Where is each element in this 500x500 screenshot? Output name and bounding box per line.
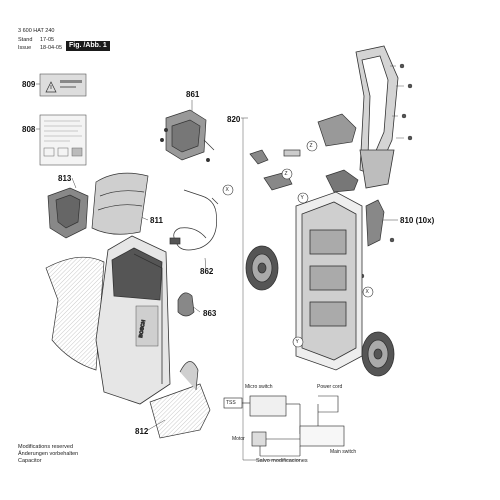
base-tray-812	[149, 361, 211, 439]
footer-modifications-de: Änderungen vorbehalten	[18, 451, 79, 457]
issue-value: 18-04-05	[40, 45, 63, 51]
knob-863	[177, 292, 195, 317]
rating-plate-808	[39, 114, 87, 166]
stand-label: Stand	[18, 37, 33, 43]
mark-y-1: Y	[300, 195, 304, 201]
mark-x-2: X	[365, 289, 369, 295]
wiring-power-cord: Power cord	[317, 384, 343, 390]
trigger-parts	[249, 113, 359, 193]
warning-label-809	[39, 73, 87, 97]
mark-z-1: Z	[284, 171, 288, 177]
callout-808: 808	[22, 125, 36, 134]
chassis-frame	[295, 191, 363, 371]
callout-811: 811	[150, 216, 163, 225]
main-housing: BOSCH	[95, 235, 171, 405]
callout-809: 809	[22, 80, 36, 89]
connection-marks	[222, 140, 374, 348]
issue-label: Issue	[18, 45, 32, 51]
mark-y-2: Y	[295, 339, 299, 345]
side-panel	[45, 256, 105, 371]
footer-capacitor: Capacitor	[18, 458, 42, 464]
callout-863: 863	[203, 309, 217, 318]
callout-812: 812	[135, 427, 149, 436]
hose-holder-813	[47, 187, 89, 239]
footer-modifications-en: Modifications reserved	[18, 444, 74, 450]
power-cord-862	[169, 189, 219, 251]
callout-810: 810 (10x)	[400, 216, 435, 225]
wiring-main-switch: Main switch	[330, 449, 357, 455]
mark-z-2: Z	[309, 143, 313, 149]
wheel-right	[361, 331, 395, 377]
callout-820: 820	[227, 115, 241, 124]
handle-820	[355, 45, 399, 189]
wiring-tss: TSS	[226, 400, 236, 406]
callout-813: 813	[58, 174, 72, 183]
stand-value: 17-05	[40, 37, 55, 43]
svg-text:BOSCH: BOSCH	[138, 319, 147, 338]
top-cover-811	[91, 172, 149, 235]
motor-unit-861	[160, 109, 215, 162]
mark-x-1: X	[225, 187, 229, 193]
callout-861: 861	[186, 90, 200, 99]
wiring-motor: Motor	[232, 436, 245, 442]
wiring-micro-switch: Micro switch	[245, 384, 273, 390]
wheel-left	[245, 245, 279, 291]
footer-modifications-es: Salvo modificaciones	[256, 458, 308, 464]
part-number: 3 600 HAT 240	[18, 28, 55, 34]
wiring-diagram	[223, 395, 345, 457]
callout-862: 862	[200, 267, 214, 276]
clips-810	[365, 199, 385, 247]
figure-label: Fig. /Abb. 1	[66, 41, 110, 51]
